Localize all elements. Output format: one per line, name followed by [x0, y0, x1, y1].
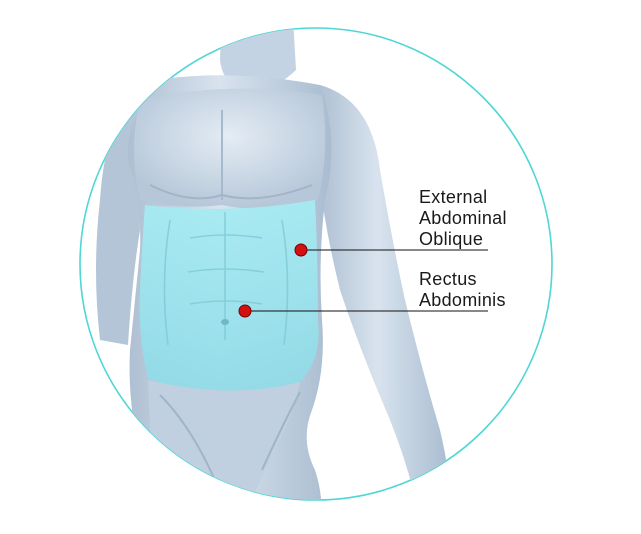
ab-segments: [163, 212, 289, 346]
inguinal-line: [159, 394, 236, 500]
label-rectus-abdominis: Rectus Abdominis: [419, 269, 506, 310]
label-rectus-line-1: Rectus: [419, 269, 477, 289]
label-external-oblique-line-3: Oblique: [419, 229, 483, 249]
chest: [134, 88, 326, 209]
pectoral-contour: [149, 184, 313, 200]
label-external-oblique-line-1: External: [419, 187, 487, 207]
marker-rectus-abdominis[interactable]: [238, 304, 252, 318]
torso-figure: [96, 28, 451, 500]
neck: [220, 28, 296, 93]
abdominal-region: [139, 200, 319, 393]
label-external-oblique-line-2: Abdominal: [419, 208, 507, 228]
navel: [221, 319, 229, 325]
marker-external-oblique[interactable]: [294, 243, 308, 257]
hip-line: [261, 391, 301, 471]
label-external-oblique: External Abdominal Oblique: [419, 187, 512, 249]
right-arm: [318, 85, 451, 500]
label-rectus-line-2: Abdominis: [419, 290, 506, 310]
